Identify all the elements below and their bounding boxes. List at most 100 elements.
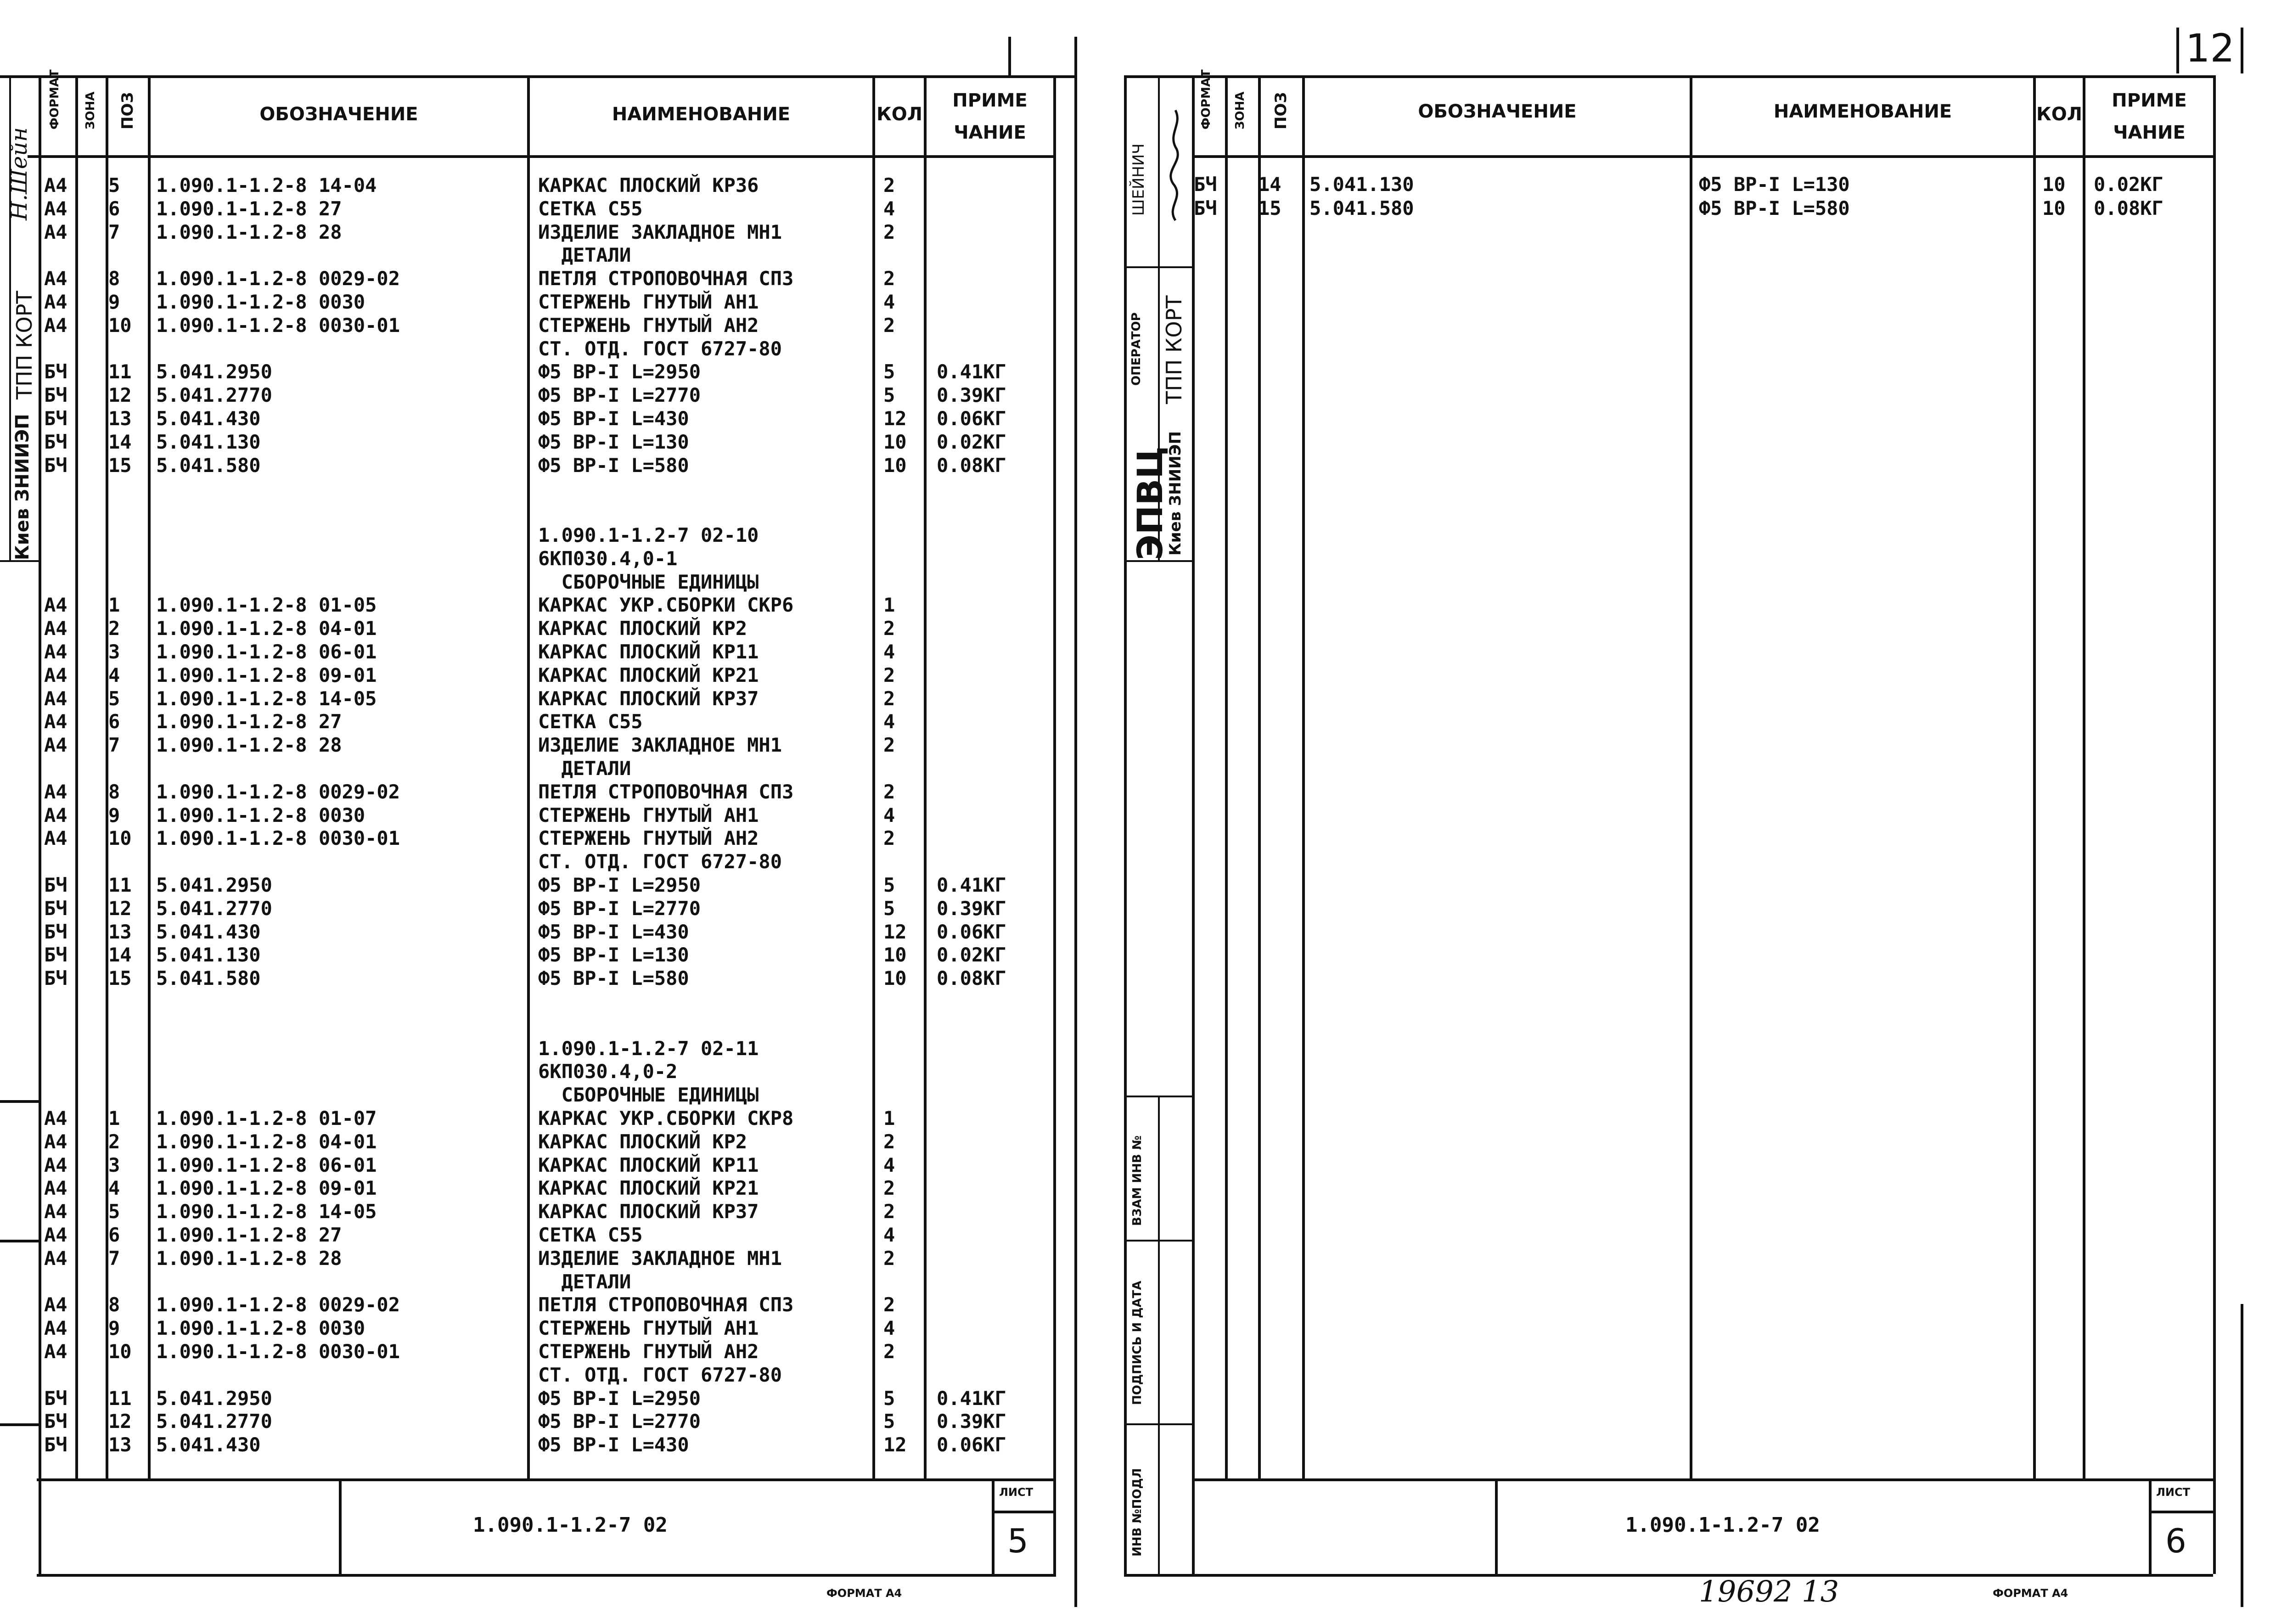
row-34-designation: 5.041.580	[156, 967, 261, 990]
row-48-name: ПЕТЛЯ СТРОПОВОЧНАЯ СП3	[538, 1293, 794, 1316]
row-49-designation: 1.090.1-1.2-8 0030	[156, 1317, 365, 1340]
row-49-qty: 4	[883, 1317, 895, 1340]
row-21-format: А4	[44, 663, 67, 686]
col-line-zone	[106, 75, 108, 1478]
frame-right-line	[2213, 75, 2216, 1574]
row-41-designation: 1.090.1-1.2-8 04-01	[156, 1130, 377, 1153]
format-label: ФОРМАТ А4	[1993, 1587, 2068, 1600]
row-24-format: А4	[44, 734, 67, 757]
row-26-qty: 2	[883, 780, 895, 803]
row-8-designation: 5.041.2950	[156, 360, 272, 383]
row-27-pos: 9	[108, 804, 120, 826]
stamp-line	[1124, 266, 1192, 268]
row-46-name: ИЗДЕЛИЕ ЗАКЛАДНОЕ МН1	[538, 1247, 782, 1270]
row-12-pos: 15	[108, 454, 132, 477]
sheet-number: 5	[1007, 1522, 1028, 1560]
row-22-pos: 5	[108, 687, 120, 710]
row-42-designation: 1.090.1-1.2-8 06-01	[156, 1153, 377, 1176]
row-32-pos: 13	[108, 920, 132, 943]
row-29-name: СТ. ОТД. ГОСТ 6727-80	[538, 850, 782, 873]
row-23-qty: 4	[883, 710, 895, 733]
row-25-name: ДЕТАЛИ	[538, 757, 631, 780]
row-1-note: 0.08КГ	[2094, 197, 2163, 219]
row-7-name: СТ. ОТД. ГОСТ 6727-80	[538, 337, 782, 360]
row-11-format: БЧ	[44, 430, 67, 453]
row-26-pos: 8	[108, 780, 120, 803]
header-qty: КОЛ	[2036, 104, 2082, 125]
side-sign: ПОДПИСЬ И ДАТА	[1130, 1281, 1144, 1405]
row-19-pos: 2	[108, 617, 120, 640]
row-4-name: ПЕТЛЯ СТРОПОВОЧНАЯ СП3	[538, 267, 794, 290]
row-18-pos: 1	[108, 594, 120, 617]
row-0-pos: 5	[108, 174, 120, 197]
row-40-designation: 1.090.1-1.2-8 01-07	[156, 1107, 377, 1129]
row-9-qty: 5	[883, 384, 895, 407]
sheet-box-divider	[992, 1478, 995, 1574]
col-line-pos	[1302, 75, 1305, 1478]
header-name: НАИМЕНОВАНИЕ	[612, 104, 791, 125]
row-30-name: Ф5 ВР-I L=2950	[538, 874, 701, 896]
col-line-designation	[527, 75, 530, 1478]
row-31-format: БЧ	[44, 897, 67, 920]
row-52-qty: 5	[883, 1387, 895, 1410]
row-54-format: БЧ	[44, 1433, 67, 1456]
row-22-name: КАРКАС ПЛОСКИЙ КР37	[538, 687, 759, 710]
row-9-format: БЧ	[44, 384, 67, 407]
header-zone: ЗОНА	[84, 91, 97, 129]
header-format: ФОРМАТ	[48, 69, 62, 129]
row-0-note: 0.02КГ	[2094, 173, 2163, 196]
row-48-qty: 2	[883, 1293, 895, 1316]
row-45-qty: 4	[883, 1224, 895, 1246]
col-line-format	[1225, 75, 1228, 1478]
row-48-format: А4	[44, 1293, 67, 1316]
row-19-designation: 1.090.1-1.2-8 04-01	[156, 617, 377, 640]
row-42-format: А4	[44, 1153, 67, 1176]
row-27-designation: 1.090.1-1.2-8 0030	[156, 804, 365, 826]
sheet-label: ЛИСТ	[999, 1486, 1034, 1499]
row-30-note: 0.41КГ	[937, 874, 1006, 896]
row-42-qty: 4	[883, 1153, 895, 1176]
row-53-qty: 5	[883, 1410, 895, 1433]
row-4-format: А4	[44, 267, 67, 290]
header-zone: ЗОНА	[1233, 91, 1247, 129]
frame-left-line	[39, 75, 41, 1574]
row-54-pos: 13	[108, 1433, 132, 1456]
row-52-name: Ф5 ВР-I L=2950	[538, 1387, 701, 1410]
row-43-pos: 4	[108, 1177, 120, 1200]
row-6-qty: 2	[883, 314, 895, 337]
col-line-name	[872, 75, 875, 1478]
page-fold-line	[1074, 37, 1077, 1607]
row-50-name: СТЕРЖЕНЬ ГНУТЫЙ АН2	[538, 1340, 759, 1363]
row-52-note: 0.41КГ	[937, 1387, 1006, 1410]
row-1-qty: 4	[883, 197, 895, 220]
row-19-qty: 2	[883, 617, 895, 640]
row-32-note: 0.06КГ	[937, 920, 1006, 943]
row-21-name: КАРКАС ПЛОСКИЙ КР21	[538, 663, 759, 686]
corner-tick	[2241, 28, 2243, 73]
row-46-pos: 7	[108, 1247, 120, 1270]
row-27-name: СТЕРЖЕНЬ ГНУТЫЙ АН1	[538, 804, 759, 826]
row-44-format: А4	[44, 1200, 67, 1223]
header-designation: ОБОЗНАЧЕНИЕ	[259, 104, 418, 125]
header-pos: ПОЗ	[118, 92, 137, 129]
row-43-qty: 2	[883, 1177, 895, 1200]
row-4-qty: 2	[883, 267, 895, 290]
row-26-name: ПЕТЛЯ СТРОПОВОЧНАЯ СП3	[538, 780, 794, 803]
frame-top-line	[1124, 75, 2213, 78]
row-2-designation: 1.090.1-1.2-8 28	[156, 220, 342, 243]
row-50-format: А4	[44, 1340, 67, 1363]
row-20-format: А4	[44, 641, 67, 663]
row-48-designation: 1.090.1-1.2-8 0029-02	[156, 1293, 400, 1316]
row-53-designation: 5.041.2770	[156, 1410, 272, 1433]
row-9-pos: 12	[108, 384, 132, 407]
row-42-pos: 3	[108, 1153, 120, 1176]
row-18-designation: 1.090.1-1.2-8 01-05	[156, 594, 377, 617]
row-46-qty: 2	[883, 1247, 895, 1270]
row-24-name: ИЗДЕЛИЕ ЗАКЛАДНОЕ МН1	[538, 734, 782, 757]
col-line-qty	[2083, 75, 2085, 1478]
row-11-qty: 10	[883, 430, 907, 453]
col-line-format-left	[1192, 75, 1195, 1574]
row-2-pos: 7	[108, 220, 120, 243]
row-16-name: 6КП030.4,0-1	[538, 547, 678, 570]
row-53-format: БЧ	[44, 1410, 67, 1433]
